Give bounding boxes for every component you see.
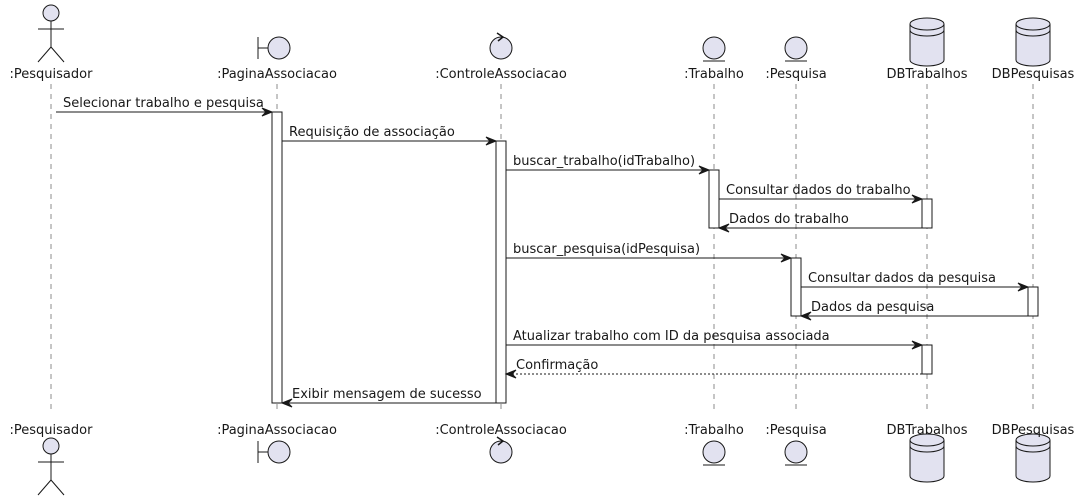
control-icon [489,32,513,60]
arrowhead-icon [799,311,812,321]
participant-label-controle-top: :ControleAssociacao [435,67,567,82]
message-label: Exibir mensagem de sucesso [292,387,482,402]
participant-label-dbtrabalhos-top: DBTrabalhos [886,67,967,82]
message-label: Consultar dados da pesquisa [808,271,996,286]
participant-label-trabalho-top: :Trabalho [684,67,744,82]
database-icon [1015,17,1051,67]
arrowhead-icon [261,107,274,117]
activation-bar-dbtrabalhos [921,198,933,229]
participant-label-dbtrabalhos-bottom: DBTrabalhos [886,423,967,438]
participant-label-pagina-top: :PaginaAssociacao [217,67,337,82]
activation-bar-pagina [271,111,283,404]
participant-label-pesquisador-bottom: :Pesquisador [10,423,94,438]
arrowhead-icon [911,340,924,350]
boundary-icon [257,440,291,464]
entity-icon [784,440,808,466]
message-label: Selecionar trabalho e pesquisa [63,96,264,111]
arrowhead-icon [504,369,517,379]
boundary-icon [257,36,291,60]
actor-icon [37,437,65,496]
arrowhead-icon [780,253,793,263]
message-label: Confirmação [516,358,598,373]
entity-icon [702,440,726,466]
message-label: buscar_pesquisa(idPesquisa) [513,242,700,257]
arrowhead-icon [280,398,293,408]
participant-label-dbpesquisas-bottom: DBPesquisas [992,423,1075,438]
activation-bar-controle [495,140,507,404]
control-icon [489,436,513,464]
database-icon [909,433,945,483]
entity-icon [702,36,726,62]
arrowhead-icon [485,136,498,146]
message-label: Dados do trabalho [729,212,849,227]
entity-icon [784,36,808,62]
arrowhead-icon [717,223,730,233]
message-label: Atualizar trabalho com ID da pesquisa as… [513,329,830,344]
arrowhead-icon [698,165,711,175]
participant-label-controle-bottom: :ControleAssociacao [435,423,567,438]
activation-bar-dbtrabalhos [921,344,933,375]
message-label: buscar_trabalho(idTrabalho) [513,154,695,169]
arrowhead-icon [1017,282,1030,292]
activation-bar-trabalho [708,169,720,229]
participant-label-dbpesquisas-top: DBPesquisas [992,67,1075,82]
message-label: Consultar dados do trabalho [726,183,911,198]
database-icon [909,17,945,67]
activation-bar-dbpesquisas [1027,286,1039,317]
participant-label-trabalho-bottom: :Trabalho [684,423,744,438]
participant-label-pesquisa-bottom: :Pesquisa [765,423,826,438]
participant-label-pesquisa-top: :Pesquisa [765,67,826,82]
database-icon [1015,433,1051,483]
actor-icon [37,4,65,63]
arrowhead-icon [911,194,924,204]
participant-label-pagina-bottom: :PaginaAssociacao [217,423,337,438]
message-label: Requisição de associação [289,125,455,140]
participant-label-pesquisador-top: :Pesquisador [10,67,94,82]
message-label: Dados da pesquisa [811,300,934,315]
activation-bar-pesquisa [790,257,802,317]
